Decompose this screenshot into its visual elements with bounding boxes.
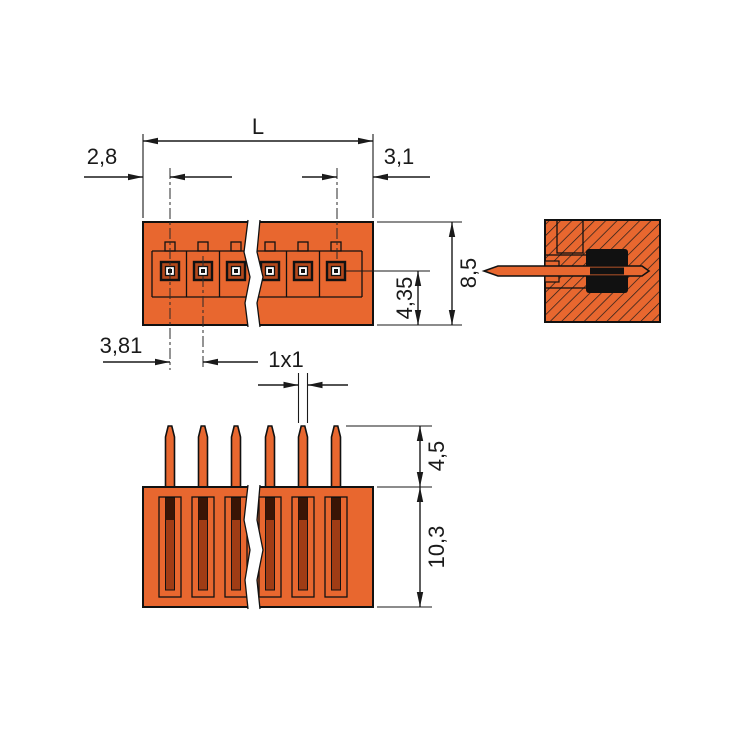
pin-grooves	[158, 496, 348, 598]
dim-label-last-pin-to-right-edge: 3,1	[384, 144, 415, 169]
bottom-view	[142, 425, 374, 610]
solder-pin	[264, 425, 276, 489]
pin-contact-square	[292, 260, 314, 282]
break-line	[256, 219, 264, 328]
side-pin	[481, 265, 651, 277]
dim-label-housing-height: 8,5	[456, 258, 481, 289]
pin-groove	[324, 496, 348, 598]
solder-pin	[164, 425, 176, 489]
solder-pins	[164, 425, 342, 489]
pin-contact-zone	[590, 267, 624, 275]
pin-contact-square	[259, 260, 281, 282]
pin-groove	[291, 496, 315, 598]
break-line	[256, 484, 264, 610]
break-line	[243, 484, 251, 610]
contact-notch	[197, 241, 209, 252]
dimensions: L 2,8 3,1 3,81 8,5 4,35 1x1	[84, 114, 481, 608]
pin-groove	[224, 496, 248, 598]
solder-pin	[230, 425, 242, 489]
dim-label-pin-cross-section: 1x1	[268, 347, 303, 372]
pin-groove	[158, 496, 182, 598]
dim-label-left-edge-to-first-pin: 2,8	[87, 144, 118, 169]
break-line	[243, 219, 251, 328]
dim-label-pin-protrusion-length: 4,5	[424, 441, 449, 472]
pin-contact-square	[225, 260, 247, 282]
dim-label-pin-axis-to-bottom: 4,35	[392, 277, 417, 320]
dim-label-pin-pitch: 3,81	[100, 333, 143, 358]
contact-notch	[230, 241, 242, 252]
pin-groove	[191, 496, 215, 598]
solder-pin	[197, 425, 209, 489]
side-view	[481, 219, 661, 323]
contact-notch	[297, 241, 309, 252]
contact-notch	[264, 241, 276, 252]
solder-pin	[297, 425, 309, 489]
front-view	[142, 219, 374, 328]
side-top-slot	[556, 219, 584, 254]
dim-label-overall-length: L	[252, 114, 264, 139]
contact-notch	[330, 241, 342, 252]
dim-label-housing-depth: 10,3	[424, 526, 449, 569]
break-gap	[244, 220, 263, 327]
break-gap	[244, 485, 263, 609]
pin-contact-square	[325, 260, 347, 282]
solder-pin	[330, 425, 342, 489]
